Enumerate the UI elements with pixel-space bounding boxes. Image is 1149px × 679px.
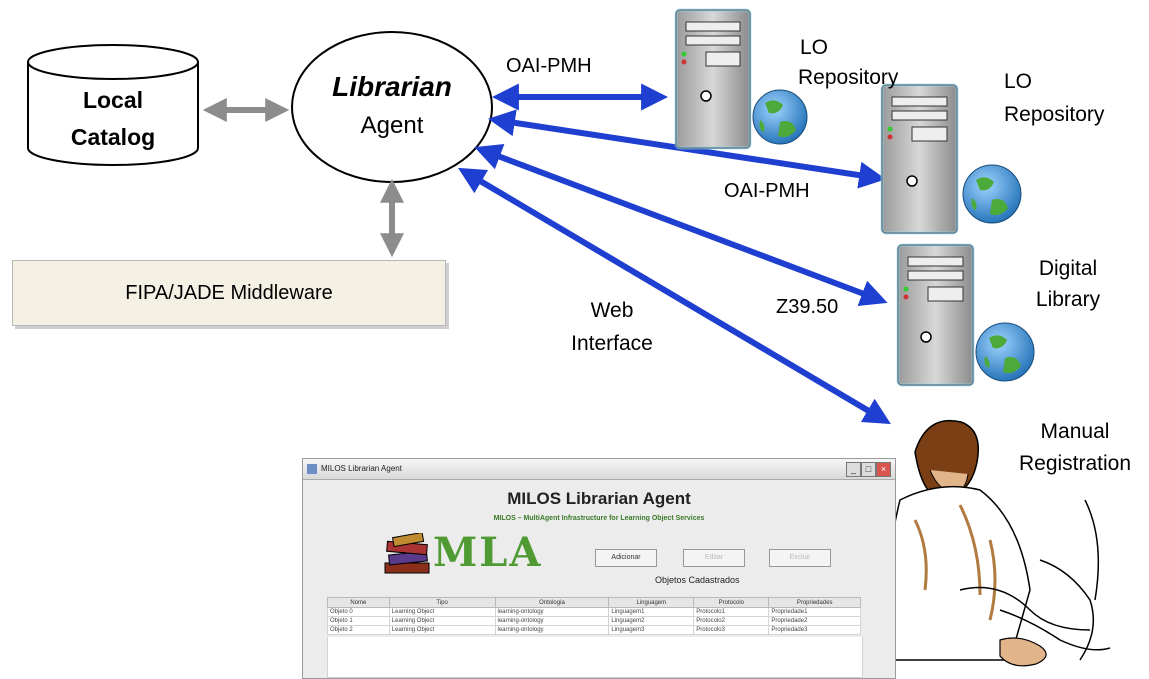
books-logo-icon (384, 533, 430, 574)
server-icon (896, 243, 975, 387)
table-cell: Protocolo2 (693, 616, 770, 626)
objects-table: Nome Tipo Ontologia Linguagem Protocolo … (327, 597, 861, 635)
oai-pmh-label-2: OAI-PMH (724, 180, 810, 202)
column-header[interactable]: Protocolo (693, 597, 770, 608)
table-row[interactable]: Objeto 1 Learning Object learning-ontolo… (327, 616, 861, 626)
oai-pmh-label-1: OAI-PMH (506, 55, 592, 77)
mla-logo-text: MLA (433, 529, 543, 576)
maximize-icon[interactable]: □ (861, 462, 876, 477)
person-at-computer-icon (885, 419, 1111, 667)
manual-registration-label-2: Registration (1019, 452, 1131, 475)
table-empty-area (327, 637, 863, 678)
repo1-label-1: LO (800, 36, 828, 59)
column-header[interactable]: Linguagem (608, 597, 695, 608)
table-cell: Propriedade1 (768, 607, 861, 617)
web-interface-arrow (458, 167, 891, 425)
local-catalog-label-2: Catalog (71, 124, 155, 150)
middleware-label: FIPA/JADE Middleware (125, 281, 333, 304)
table-cell: learning-ontology (494, 625, 610, 635)
local-catalog-database: Local Catalog (27, 44, 199, 166)
repo1-label-2: Repository (798, 66, 899, 89)
digital-library-label-1: Digital (1039, 257, 1097, 280)
repo2-label-2: Repository (1004, 103, 1105, 126)
manual-registration-label-1: Manual (1041, 420, 1110, 443)
server-icon (674, 8, 752, 150)
table-cell: Linguagem2 (608, 616, 695, 626)
milos-librarian-agent-window: MILOS Librarian Agent _ □ × MILOS Librar… (302, 458, 896, 679)
table-cell: Objeto 2 (327, 625, 390, 635)
table-cell: Linguagem3 (608, 625, 695, 635)
globe-icon (752, 89, 808, 145)
web-interface-label-1: Web (591, 299, 634, 322)
table-cell: Linguagem1 (608, 607, 695, 617)
column-header[interactable]: Tipo (388, 597, 496, 608)
table-cell: Learning Object (388, 625, 496, 635)
globe-icon (975, 322, 1035, 382)
close-icon[interactable]: × (876, 462, 891, 477)
app-icon (307, 464, 317, 474)
window-titlebar: MILOS Librarian Agent _ □ × (303, 459, 895, 480)
table-cell: learning-ontology (494, 616, 610, 626)
window-title: MILOS Librarian Agent (321, 464, 402, 473)
table-cell: Propriedade2 (768, 616, 861, 626)
objects-section-title: Objetos Cadastrados (655, 575, 740, 585)
table-cell: Objeto 1 (327, 616, 390, 626)
table-cell: Learning Object (388, 616, 496, 626)
local-catalog-label-1: Local (83, 87, 143, 113)
app-subheading: MILOS – MultiAgent Infrastructure for Le… (493, 515, 705, 522)
column-header[interactable]: Nome (327, 597, 390, 608)
librarian-agent-title: Librarian (332, 71, 452, 102)
table-cell: Learning Object (388, 607, 496, 617)
table-cell: Objeto 0 (327, 607, 390, 617)
table-cell: Protocolo3 (693, 625, 770, 635)
table-row[interactable]: Objeto 0 Learning Object learning-ontolo… (327, 607, 861, 617)
edit-button[interactable]: Editar (683, 549, 745, 567)
table-cell: learning-ontology (494, 607, 610, 617)
column-header[interactable]: Ontologia (494, 597, 610, 608)
librarian-agent-node: Librarian Agent (291, 31, 493, 183)
minimize-icon[interactable]: _ (846, 462, 861, 477)
app-heading: MILOS Librarian Agent (507, 489, 691, 508)
z3950-label: Z39.50 (776, 296, 838, 318)
table-cell: Propriedade3 (768, 625, 861, 635)
digital-library-label-2: Library (1036, 288, 1101, 311)
z3950-arrow (474, 144, 888, 306)
delete-button[interactable]: Excluir (769, 549, 831, 567)
server-icon (880, 83, 959, 235)
librarian-agent-subtitle: Agent (361, 112, 424, 139)
table-cell: Protocolo1 (693, 607, 770, 617)
repo2-label-1: LO (1004, 70, 1032, 93)
column-header[interactable]: Propriedades (768, 597, 861, 608)
table-row[interactable]: Objeto 2 Learning Object learning-ontolo… (327, 625, 861, 635)
web-interface-label-2: Interface (571, 332, 653, 355)
fipa-jade-middleware-box: FIPA/JADE Middleware (12, 260, 446, 326)
add-button[interactable]: Adicionar (595, 549, 657, 567)
globe-icon (962, 164, 1022, 224)
